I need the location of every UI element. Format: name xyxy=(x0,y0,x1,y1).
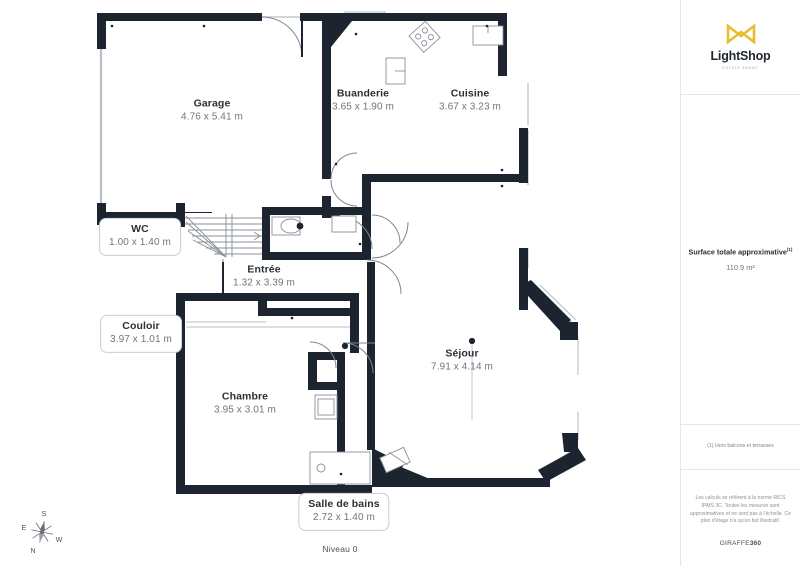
total-surface-label: Surface totale approximative(1) xyxy=(689,247,793,257)
room-label-entree: Entrée 1.32 x 3.39 m xyxy=(233,263,295,290)
staircase xyxy=(185,213,262,259)
stove-icon xyxy=(408,20,441,53)
room-label-wc: WC 1.00 x 1.40 m xyxy=(99,217,181,257)
room-dimensions: 1.32 x 3.39 m xyxy=(233,277,295,289)
info-sidebar: LightShop ESTATE AGENT Surface totale ap… xyxy=(680,0,800,566)
room-name: Salle de bains xyxy=(308,497,380,510)
room-name: Couloir xyxy=(122,319,160,332)
provider-suffix: 360 xyxy=(749,540,762,548)
compass-rose-icon: S E W N xyxy=(22,511,63,555)
divider xyxy=(681,94,800,95)
room-name: WC xyxy=(131,222,149,235)
compass-label-north: N xyxy=(30,548,35,555)
room-name: Séjour xyxy=(445,347,479,360)
wc-fixtures xyxy=(271,215,357,236)
room-label-chambre: Chambre 3.95 x 3.01 m xyxy=(214,390,276,417)
room-dimensions: 3.97 x 1.01 m xyxy=(110,334,172,346)
total-surface-value: 110.9 m² xyxy=(726,263,755,272)
room-dimensions: 3.65 x 1.90 m xyxy=(332,101,394,113)
divider xyxy=(681,424,800,425)
provider-brand: GIRAFFE360 xyxy=(720,540,762,547)
room-dimensions: 3.95 x 3.01 m xyxy=(214,404,276,416)
brand-block[interactable]: LightShop ESTATE AGENT xyxy=(681,0,800,94)
bathtub-icon xyxy=(309,451,371,485)
fireplace-icon xyxy=(379,446,411,474)
room-label-salle-de-bains: Salle de bains 2.72 x 1.40 m xyxy=(298,492,390,532)
room-dimensions: 2.72 x 1.40 m xyxy=(313,512,375,524)
room-dimensions: 7.91 x 4.14 m xyxy=(431,361,493,373)
room-name: Garage xyxy=(193,97,231,110)
room-label-garage: Garage 4.76 x 5.41 m xyxy=(181,97,243,124)
compass-label-west: W xyxy=(56,537,63,544)
footnote-text: (1) Hors balcons et terrasses xyxy=(707,443,774,450)
floor-plan-drawing xyxy=(97,11,586,497)
bathroom-sink-icon xyxy=(314,394,338,420)
footnote-marker: (1) xyxy=(786,247,793,253)
room-dimensions: 4.76 x 5.41 m xyxy=(181,111,243,123)
compass-label-east: E xyxy=(22,525,27,532)
kitchen-sink-icon xyxy=(472,25,504,46)
total-surface-label-text: Surface totale approximative xyxy=(688,247,787,257)
footnote-block: (1) Hors balcons et terrasses xyxy=(681,425,800,469)
legal-block: Les calculs se réfèrent à la norme RICS … xyxy=(681,470,800,566)
legal-disclaimer-text: Les calculs se réfèrent à la norme RICS … xyxy=(690,494,791,525)
level-caption: Niveau 0 xyxy=(322,544,358,554)
electrical-points xyxy=(341,337,476,350)
room-label-cuisine: Cuisine 3.67 x 3.23 m xyxy=(439,87,501,114)
room-label-buanderie: Buanderie 3.65 x 1.90 m xyxy=(332,87,394,114)
washer-icon xyxy=(385,57,406,85)
divider xyxy=(681,469,800,470)
floor-plan-canvas[interactable]: Garage 4.76 x 5.41 m Buanderie 3.65 x 1.… xyxy=(0,0,680,566)
brand-name: LightShop xyxy=(710,49,771,63)
room-dimensions: 1.00 x 1.40 m xyxy=(109,237,171,249)
room-name: Entrée xyxy=(247,263,281,276)
total-surface-block: Surface totale approximative(1) 110.9 m² xyxy=(681,95,800,424)
room-dimensions: 3.67 x 3.23 m xyxy=(439,101,501,113)
room-label-couloir: Couloir 3.97 x 1.01 m xyxy=(100,314,182,354)
total-surface-number: 110.9 xyxy=(726,262,745,272)
total-surface-unit: m² xyxy=(746,262,755,272)
room-label-sejour: Séjour 7.91 x 4.14 m xyxy=(431,347,493,374)
provider-name: GIRAFFE xyxy=(719,540,750,548)
room-name: Chambre xyxy=(221,390,269,403)
compass-label-south: S xyxy=(42,511,47,518)
brand-tagline: ESTATE AGENT xyxy=(722,66,759,70)
bowtie-logo-icon xyxy=(726,24,755,45)
fixture-group xyxy=(271,20,504,485)
room-name: Cuisine xyxy=(450,87,490,100)
wall-tick-group xyxy=(110,24,504,485)
room-name: Buanderie xyxy=(336,87,390,100)
